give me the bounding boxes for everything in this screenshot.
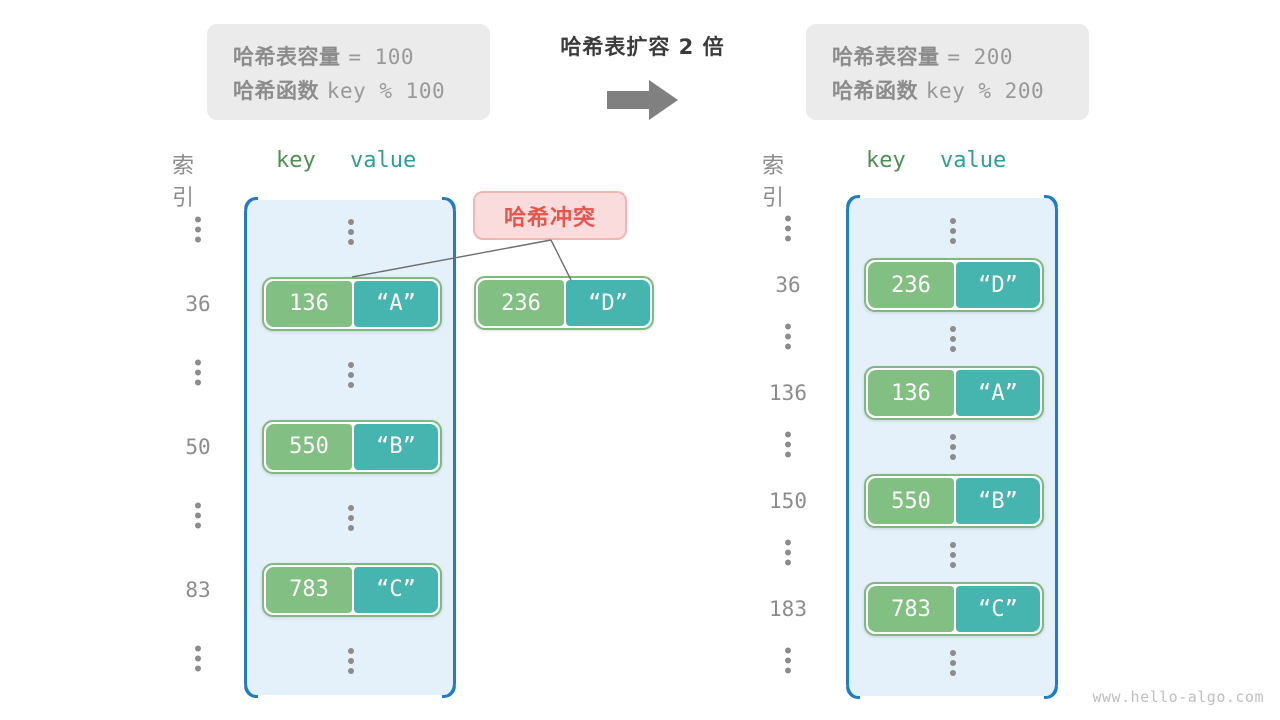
- index-label: 36: [775, 273, 801, 297]
- pair-key: 136: [868, 370, 954, 416]
- key-value-pair: 136“A”: [864, 366, 1044, 420]
- vertical-ellipsis-icon: [348, 219, 354, 245]
- header-key-left: key: [276, 148, 316, 173]
- vertical-ellipsis-icon: [950, 218, 956, 244]
- function-label-left: 哈希函数: [233, 79, 319, 103]
- vertical-ellipsis-icon: [785, 431, 791, 458]
- vertical-ellipsis-icon: [195, 645, 201, 672]
- index-label: 136: [769, 381, 807, 405]
- pair-value: “A”: [956, 370, 1040, 416]
- diagram-title: 哈希表扩容 2 倍: [560, 35, 725, 59]
- bucket-ellipsis: [262, 505, 440, 531]
- pair-value: “C”: [956, 586, 1040, 632]
- pair-value: “C”: [354, 566, 438, 613]
- index-label: 150: [769, 489, 807, 513]
- index-ellipsis: [750, 647, 826, 679]
- bucket-ellipsis: [864, 542, 1042, 568]
- vertical-ellipsis-icon: [950, 650, 956, 676]
- pair-key: 783: [868, 586, 954, 632]
- function-label-right: 哈希函数: [832, 79, 918, 103]
- watermark: www.hello-algo.com: [1092, 688, 1264, 706]
- capacity-label-right: 哈希表容量: [832, 45, 940, 69]
- bucket-ellipsis: [262, 648, 440, 674]
- capacity-value-left: = 100: [348, 45, 415, 69]
- bucket-ellipsis: [262, 219, 440, 245]
- capacity-label-left: 哈希表容量: [233, 45, 341, 69]
- vertical-ellipsis-icon: [348, 362, 354, 388]
- pair-value: “B”: [354, 423, 438, 470]
- vertical-ellipsis-icon: [950, 542, 956, 568]
- header-value-right: value: [940, 148, 1007, 173]
- key-value-pair: 550“B”: [262, 419, 442, 474]
- vertical-ellipsis-icon: [195, 216, 201, 243]
- index-ellipsis: [750, 215, 826, 247]
- key-value-pair: 783“C”: [864, 582, 1044, 636]
- colliding-pair-value: “D”: [566, 280, 650, 326]
- vertical-ellipsis-icon: [785, 539, 791, 566]
- bucket-ellipsis: [864, 434, 1042, 460]
- pair-key: 236: [868, 262, 954, 308]
- colliding-pair: 236 “D”: [474, 276, 654, 330]
- index-ellipsis: [160, 502, 236, 534]
- bucket-ellipsis: [262, 362, 440, 388]
- vertical-ellipsis-icon: [950, 326, 956, 352]
- pair-key: 550: [266, 423, 352, 470]
- pair-key: 783: [266, 566, 352, 613]
- vertical-ellipsis-icon: [195, 502, 201, 529]
- header-key-right: key: [866, 148, 906, 173]
- pair-key: 550: [868, 478, 954, 524]
- pair-value: “A”: [354, 280, 438, 327]
- key-value-pair: 550“B”: [864, 474, 1044, 528]
- index-label: 50: [185, 434, 211, 459]
- pair-key: 136: [266, 280, 352, 327]
- colliding-pair-key: 236: [478, 280, 564, 326]
- vertical-ellipsis-icon: [348, 505, 354, 531]
- index-label: 36: [185, 291, 211, 316]
- vertical-ellipsis-icon: [785, 215, 791, 242]
- capacity-line-right: 哈希表容量 = 200: [832, 40, 1063, 74]
- right-arrow-icon: [606, 80, 678, 120]
- function-value-right: key % 200: [925, 79, 1045, 103]
- index-ellipsis: [750, 323, 826, 355]
- header-index-right: 索引: [762, 154, 785, 211]
- vertical-ellipsis-icon: [785, 647, 791, 674]
- function-line-right: 哈希函数 key % 200: [832, 74, 1063, 108]
- function-line-left: 哈希函数 key % 100: [233, 74, 464, 108]
- vertical-ellipsis-icon: [950, 434, 956, 460]
- header-index-left: 索引: [172, 154, 195, 211]
- hash-table-info-right: 哈希表容量 = 200 哈希函数 key % 200: [806, 24, 1089, 120]
- vertical-ellipsis-icon: [785, 323, 791, 350]
- function-value-left: key % 100: [326, 79, 446, 103]
- key-value-pair: 783“C”: [262, 562, 442, 617]
- bucket-ellipsis: [864, 218, 1042, 244]
- key-value-pair: 136“A”: [262, 276, 442, 331]
- index-label: 83: [185, 577, 211, 602]
- pair-value: “D”: [956, 262, 1040, 308]
- bucket-ellipsis: [864, 650, 1042, 676]
- capacity-line-left: 哈希表容量 = 100: [233, 40, 464, 74]
- pair-value: “B”: [956, 478, 1040, 524]
- index-ellipsis: [750, 539, 826, 571]
- index-ellipsis: [160, 359, 236, 391]
- bucket-ellipsis: [864, 326, 1042, 352]
- vertical-ellipsis-icon: [195, 359, 201, 386]
- expand-arrow-wrapper: [520, 78, 765, 126]
- index-ellipsis: [160, 645, 236, 677]
- index-ellipsis: [750, 431, 826, 463]
- key-value-pair: 236“D”: [864, 258, 1044, 312]
- capacity-value-right: = 200: [947, 45, 1014, 69]
- hash-table-info-left: 哈希表容量 = 100 哈希函数 key % 100: [207, 24, 490, 120]
- header-value-left: value: [350, 148, 417, 173]
- index-label: 183: [769, 597, 807, 621]
- vertical-ellipsis-icon: [348, 648, 354, 674]
- index-ellipsis: [160, 216, 236, 248]
- hash-collision-badge: 哈希冲突: [473, 191, 627, 240]
